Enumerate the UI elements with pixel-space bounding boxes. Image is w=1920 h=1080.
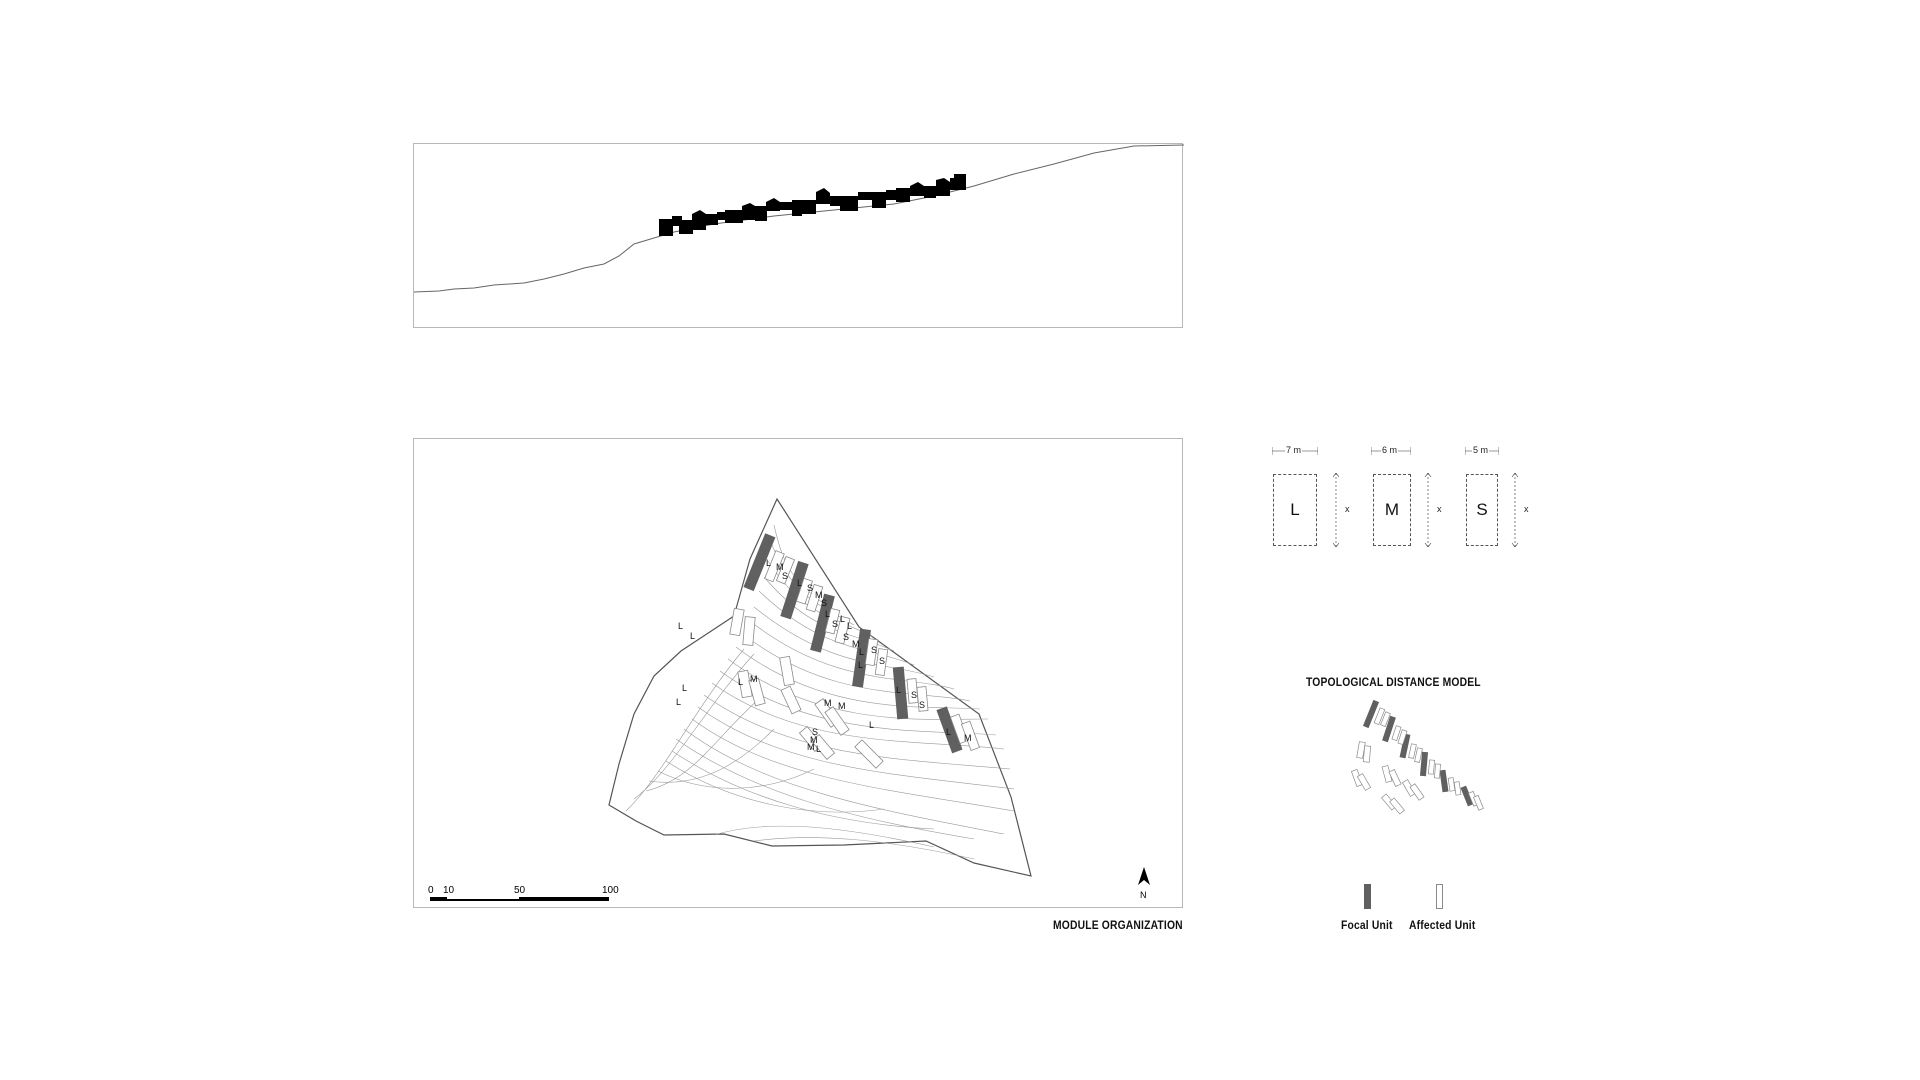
focal-unit [810, 593, 835, 653]
building-silhouettes [659, 174, 966, 236]
unit-letter: M [824, 698, 832, 708]
unit-letter: L [816, 744, 821, 754]
unit-letter: S [843, 632, 849, 642]
unit-letter: L [896, 685, 901, 695]
north-arrow-icon [1138, 867, 1150, 885]
section-drawing [413, 144, 1185, 293]
legend-label-focal: Focal Unit [1341, 918, 1393, 932]
unit-letter: L [858, 660, 863, 670]
module-width-label: 6 m [1381, 445, 1399, 455]
legend-label-affected: Affected Unit [1409, 918, 1476, 932]
module-depth-label: x [1345, 504, 1350, 514]
unit-letter: L [859, 647, 864, 657]
unit-letters: L M S L S M S L S L L S M L S S L L S S … [676, 558, 972, 754]
unit-letter: L [825, 609, 830, 619]
unit-letter: S [812, 727, 818, 737]
dimension-arrow-depth [1332, 473, 1340, 547]
site-boundary [608, 497, 1032, 877]
scale-tick-10: 10 [443, 885, 455, 896]
module-s: 5 m S x [1465, 445, 1545, 547]
unit-letter: S [879, 656, 885, 666]
focal-units [743, 533, 963, 754]
focal-unit [780, 560, 809, 620]
dimension-arrow-depth [1424, 473, 1432, 547]
module-organization-caption: MODULE ORGANIZATION [1053, 918, 1183, 932]
unit-letter: M [750, 674, 758, 684]
unit-letter: L [847, 621, 852, 631]
unit-letter: S [919, 700, 925, 710]
unit-letter: L [678, 621, 683, 631]
module-box: M [1373, 474, 1411, 546]
module-width-label: 7 m [1285, 445, 1303, 455]
unit-letter: L [682, 683, 687, 693]
module-depth-label: x [1437, 504, 1442, 514]
unit-letter: L [766, 558, 771, 568]
module-l: 7 m L x [1272, 445, 1352, 547]
unit-letter: M [810, 735, 818, 745]
unit-letter: M [964, 733, 972, 743]
north-label: N [1140, 890, 1147, 900]
unit-letter: L [690, 631, 695, 641]
focal-unit [936, 706, 963, 754]
unit-letter: M [776, 562, 784, 572]
unit-letter: M [807, 742, 815, 752]
unit-letter: L [676, 697, 681, 707]
unit-letter: L [797, 578, 802, 588]
section-drawing-frame [413, 143, 1185, 328]
north-arrow: N [1138, 867, 1150, 900]
unit-letter: M [852, 639, 860, 649]
unit-letter: S [832, 619, 838, 629]
module-width-label: 5 m [1472, 445, 1490, 455]
topology-focal-units [1362, 699, 1474, 807]
focal-unit [892, 666, 909, 720]
topology-affected-units [1350, 707, 1484, 815]
unit-letter: L [738, 677, 743, 687]
module-m: 6 m M x [1371, 445, 1451, 547]
scale-bar: 0 10 50 100 [428, 885, 619, 901]
unit-letter: S [807, 583, 813, 593]
site-plan: L M S L S M S L S L L S M L S S L L S S … [428, 497, 1150, 901]
unit-letter: S [871, 645, 877, 655]
unit-letter: S [821, 598, 827, 608]
legend-swatch-focal [1364, 884, 1371, 909]
unit-letter: L [869, 720, 874, 730]
legend-swatch-affected [1436, 884, 1443, 909]
site-plan-frame: L M S L S M S L S L L S M L S S L L S S … [413, 438, 1183, 908]
unit-letter: S [911, 690, 917, 700]
unit-letter: M [815, 590, 823, 600]
module-depth-label: x [1524, 504, 1529, 514]
unit-letter: L [840, 614, 845, 624]
scale-tick-100: 100 [602, 885, 619, 896]
affected-units [729, 550, 980, 769]
unit-letter: M [838, 701, 846, 711]
terrain-profile [413, 144, 1185, 293]
focal-unit [852, 628, 871, 688]
unit-letter: S [782, 571, 788, 581]
topology-diagram [1350, 699, 1484, 815]
scale-tick-50: 50 [514, 885, 526, 896]
scale-tick-0: 0 [428, 885, 434, 896]
dimension-arrow-depth [1511, 473, 1519, 547]
topology-title: TOPOLOGICAL DISTANCE MODEL [1306, 675, 1481, 689]
unit-letter: L [946, 727, 951, 737]
module-box: S [1466, 474, 1498, 546]
module-box: L [1273, 474, 1317, 546]
focal-unit [743, 533, 776, 592]
